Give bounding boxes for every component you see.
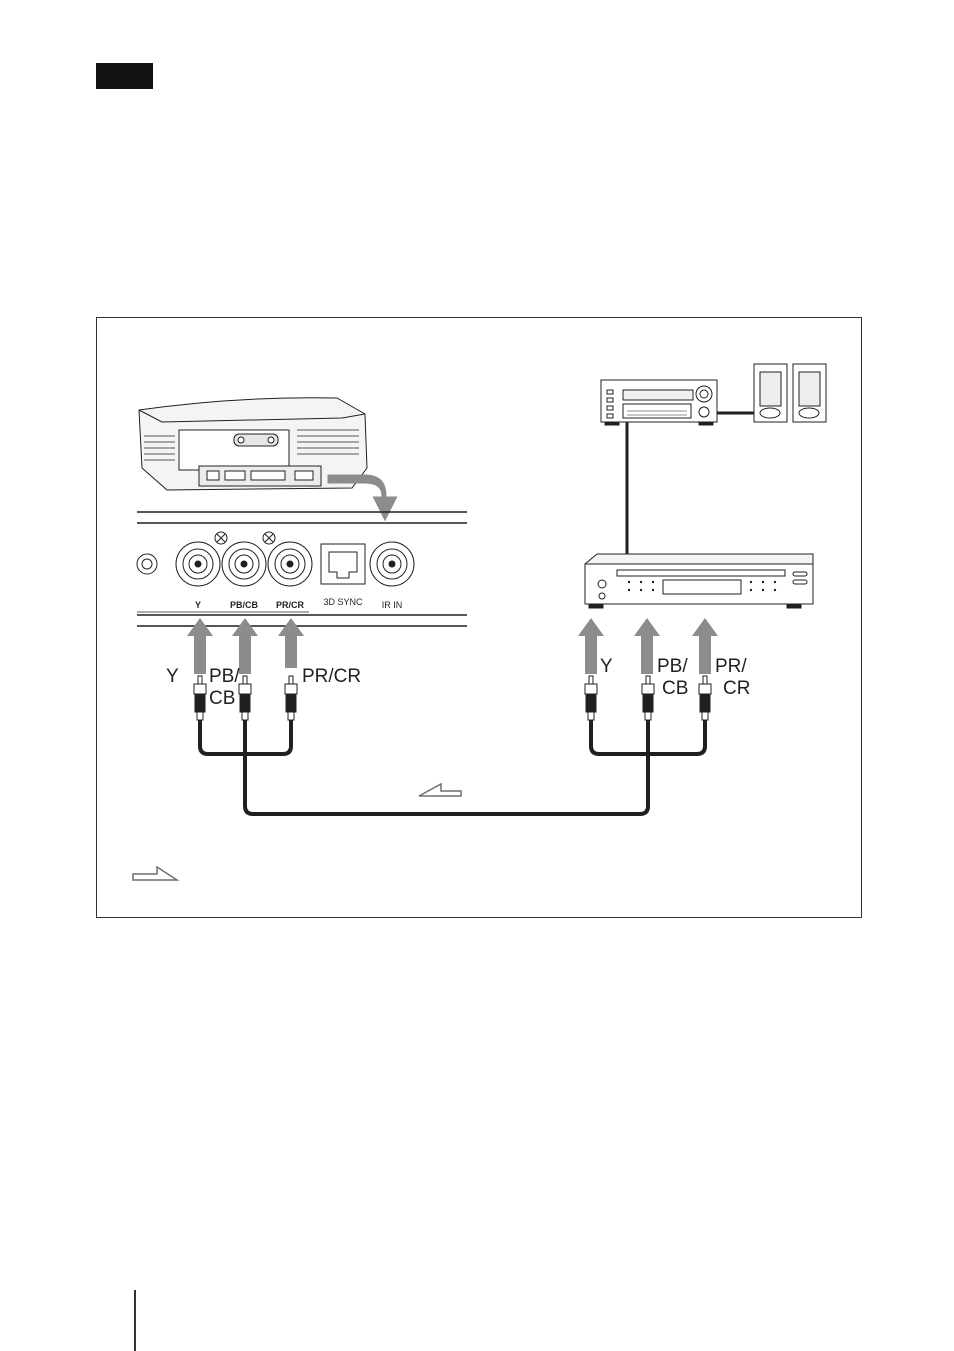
page-margin-rule xyxy=(134,1290,136,1351)
signal-flow-arrow-icon xyxy=(419,784,461,796)
jack-pr xyxy=(268,542,312,586)
rca-plugs xyxy=(194,676,711,720)
label-pb-top-player: PB/ xyxy=(657,656,688,677)
connection-diagram: Y PB/CB PR/CR 3D SYNC IR IN xyxy=(96,317,862,918)
signal-flow-arrow-icon xyxy=(133,867,177,880)
label-pr-bottom-player: CR xyxy=(723,678,750,699)
jack-y xyxy=(176,542,220,586)
component-cable xyxy=(200,720,705,814)
label-pb-bottom: CB xyxy=(209,688,235,709)
label-pb-bottom-player: CB xyxy=(662,678,688,699)
video-player-illustration xyxy=(585,554,813,608)
jack-3d-sync xyxy=(321,544,365,584)
label-pr: PR/CR xyxy=(302,666,361,687)
jack-label-ir-in: IR IN xyxy=(382,600,403,610)
rca-plug-pb-player xyxy=(642,676,654,720)
rca-plug-pr-player xyxy=(699,676,711,720)
label-pb-top: PB/ xyxy=(209,666,240,687)
jack-pb xyxy=(222,542,266,586)
av-amplifier-illustration xyxy=(601,380,717,425)
label-y: Y xyxy=(166,666,179,687)
cable-main-pb xyxy=(245,720,648,814)
label-y-player: Y xyxy=(600,656,613,677)
rca-plug-pr xyxy=(285,676,297,720)
diagram-canvas: Y PB/CB PR/CR 3D SYNC IR IN xyxy=(97,318,863,919)
rca-plug-y xyxy=(194,676,206,720)
rca-plug-pb xyxy=(239,676,251,720)
label-pr-top-player: PR/ xyxy=(715,656,747,677)
speakers-illustration xyxy=(754,364,826,422)
projector-input-arrows xyxy=(187,618,304,674)
jack-ir-in xyxy=(370,542,414,586)
note-label-tab xyxy=(96,63,153,89)
player-output-arrows xyxy=(578,618,718,674)
jack-label-pb: PB/CB xyxy=(230,600,259,610)
jack-label-3d-sync: 3D SYNC xyxy=(323,597,363,607)
jack-label-y: Y xyxy=(195,600,201,610)
rca-plug-y-player xyxy=(585,676,597,720)
jack-label-pr: PR/CR xyxy=(276,600,305,610)
